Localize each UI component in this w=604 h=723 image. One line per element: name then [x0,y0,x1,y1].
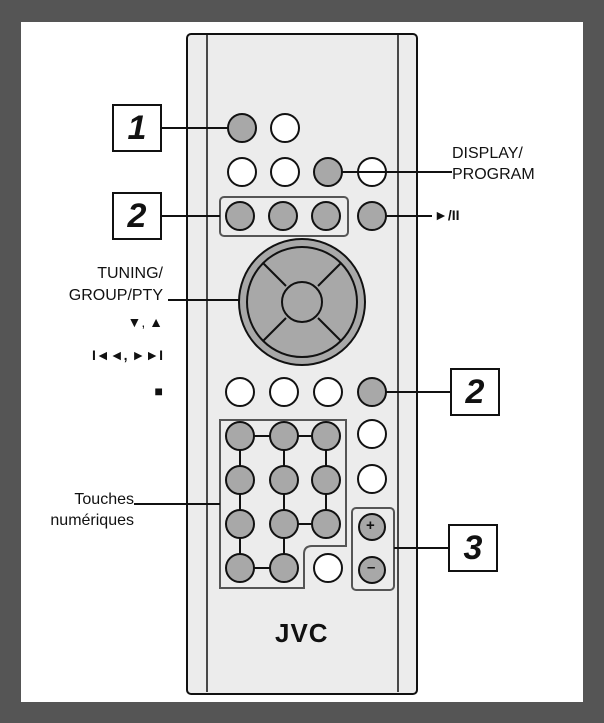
source-button-3[interactable] [311,201,341,231]
source-button-2[interactable] [268,201,298,231]
cursor-center-button[interactable] [281,281,323,323]
tuning-label-line2: GROUP/PTY [68,287,163,304]
numeric-label-line1: Touches [74,491,134,508]
volume-down-button[interactable] [358,556,386,584]
numeric-keypad-group [219,419,347,589]
remote-button-r1c2[interactable] [270,113,300,143]
number-key-4[interactable] [225,465,255,495]
remote-button-r5c2[interactable] [269,377,299,407]
tuning-label-line1: TUNING/ [97,265,163,282]
remote-button-right-2[interactable] [357,464,387,494]
callout-2-right: 2 [450,368,500,416]
display-program-button[interactable] [313,157,343,187]
cursor-pad[interactable] [238,238,366,366]
display-label-line1: DISPLAY/ [452,145,523,162]
remote-button-r2c2[interactable] [270,157,300,187]
number-key-0[interactable] [269,553,299,583]
callout-2-top: 2 [112,192,162,240]
number-key-7[interactable] [225,509,255,539]
number-key-10[interactable] [225,553,255,583]
standby-button[interactable] [227,113,257,143]
volume-up-button[interactable] [358,513,386,541]
display-label-line2: PROGRAM [452,166,535,183]
number-key-2[interactable] [269,421,299,451]
tuning-arrows-label: ▼, ▲ [127,314,164,330]
remote-button-r2c1[interactable] [227,157,257,187]
number-key-1[interactable] [225,421,255,451]
number-key-9[interactable] [311,509,341,539]
stop-label: ■ [154,383,163,399]
play-pause-button[interactable] [357,201,387,231]
remote-button-r5c3[interactable] [313,377,343,407]
numeric-label-line2: numériques [50,512,134,529]
skip-label: I◄◄, ►►I [92,347,163,363]
volume-plus-symbol: + [366,517,375,534]
number-key-3[interactable] [311,421,341,451]
remote-button-r5c1[interactable] [225,377,255,407]
source-button-4[interactable] [357,377,387,407]
volume-minus-symbol: – [367,559,376,576]
callout-3: 3 [448,524,498,572]
number-key-5[interactable] [269,465,299,495]
remote-button-bottom[interactable] [313,553,343,583]
number-key-8[interactable] [269,509,299,539]
number-key-6[interactable] [311,465,341,495]
jvc-logo: JVC [275,618,329,648]
play-pause-label: ►/II [434,207,460,223]
callout-1: 1 [112,104,162,152]
source-button-1[interactable] [225,201,255,231]
remote-button-right-1[interactable] [357,419,387,449]
